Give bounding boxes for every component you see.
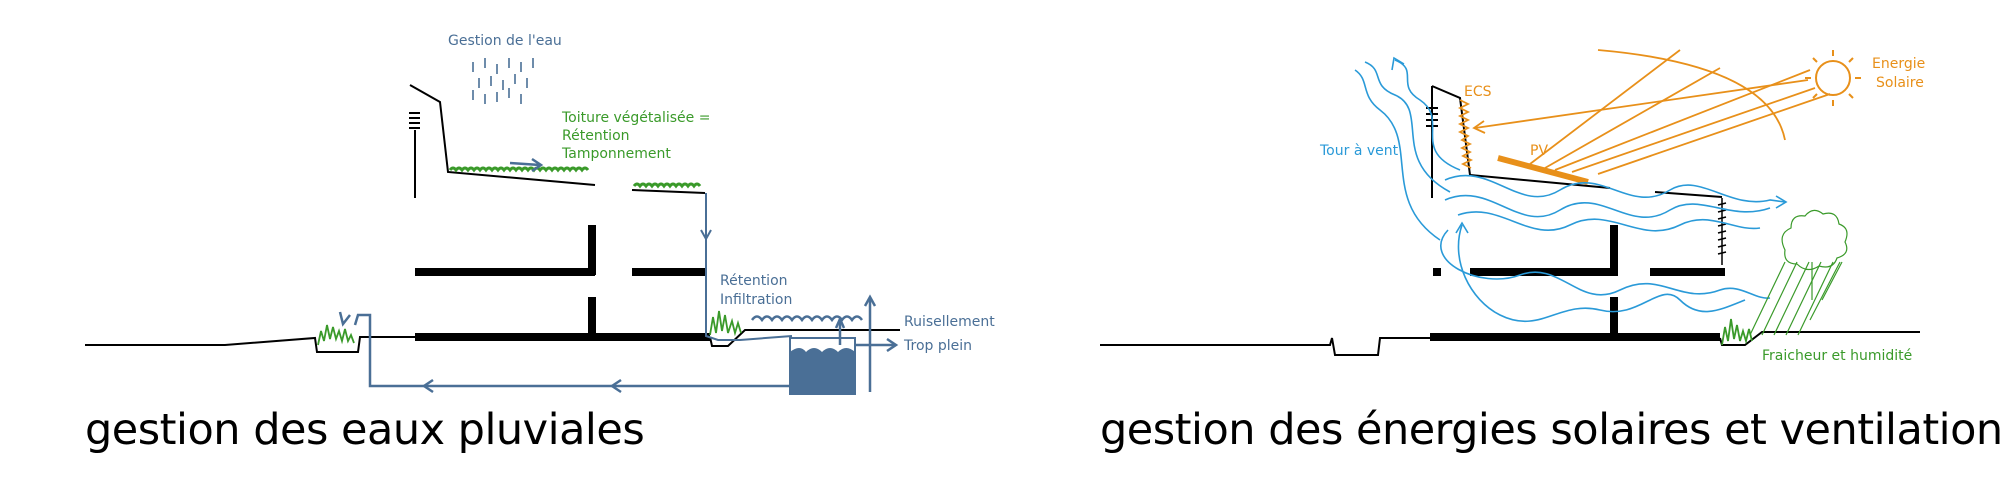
column-left-2 <box>588 297 596 337</box>
label-energy-1: Energie <box>1872 56 1925 72</box>
roof-left <box>409 84 596 186</box>
return-pipe <box>338 311 790 394</box>
label-overflow: Trop plein <box>903 338 972 354</box>
ground-line-left-3 <box>709 329 900 347</box>
rain-icon <box>472 58 534 104</box>
column-left-1 <box>588 225 596 275</box>
ground-line-right-3 <box>1719 331 1920 346</box>
label-green-roof-2: Rétention <box>562 128 630 144</box>
label-green-roof-1: Toiture végétalisée = <box>561 110 710 126</box>
roof-right <box>1431 85 1611 189</box>
ground-line-right <box>1100 337 1430 356</box>
mid-slab-left-b <box>632 268 707 276</box>
ecs-collector <box>1457 99 1474 169</box>
air-flow-icon <box>1354 56 1788 323</box>
label-ecs: ECS <box>1464 84 1492 100</box>
ground-line-left <box>85 336 415 353</box>
roof-left-2 <box>631 189 706 194</box>
green-roof-vegetation-1 <box>448 166 590 173</box>
ground-vegetation-left <box>317 324 355 346</box>
sun-path-arc <box>1597 49 1786 141</box>
caption-solar-ventilation: gestion des énergies solaires et ventila… <box>1100 405 2000 455</box>
mid-slab-right-b <box>1470 268 1618 276</box>
right-diagram: Energie Solaire ECS PV Tour à vent Fraic… <box>1100 49 1925 364</box>
pv-panel <box>1497 155 1589 185</box>
label-retention-2: Infiltration <box>720 292 792 308</box>
caption-stormwater: gestion des eaux pluviales <box>85 405 645 455</box>
runoff-wave <box>750 315 864 323</box>
left-diagram: Gestion de l'eau Toiture végétalisée = R… <box>85 33 995 395</box>
label-freshness: Fraicheur et humidité <box>1762 348 1912 364</box>
sun-icon <box>1805 50 1861 106</box>
tree-icon <box>1749 209 1848 336</box>
column-right-1 <box>1610 225 1618 275</box>
column-right-2 <box>1610 297 1618 337</box>
solar-rays <box>1472 49 1831 175</box>
label-water-management: Gestion de l'eau <box>448 33 562 49</box>
ground-slab-left <box>415 333 710 341</box>
overflow-arrow <box>834 294 899 392</box>
mid-slab-right-c <box>1650 268 1725 276</box>
label-green-roof-3: Tamponnement <box>561 146 671 162</box>
label-runoff: Ruisellement <box>904 314 995 330</box>
mid-slab-left-a <box>415 268 595 276</box>
downpipe <box>700 193 793 341</box>
label-retention-1: Rétention <box>720 273 788 289</box>
green-roof-vegetation-2 <box>632 182 702 189</box>
water-tank-icon <box>789 337 856 395</box>
mid-slab-right-a <box>1433 268 1441 276</box>
label-pv: PV <box>1530 143 1548 159</box>
label-energy-2: Solaire <box>1876 75 1924 91</box>
ground-slab-right <box>1430 333 1720 341</box>
roof-flow-arrow <box>509 157 544 173</box>
vent-slats-left <box>409 112 420 129</box>
swale-vegetation <box>709 310 742 337</box>
ground-vegetation-right <box>1721 318 1753 346</box>
label-wind-tower: Tour à vent <box>1319 143 1399 159</box>
